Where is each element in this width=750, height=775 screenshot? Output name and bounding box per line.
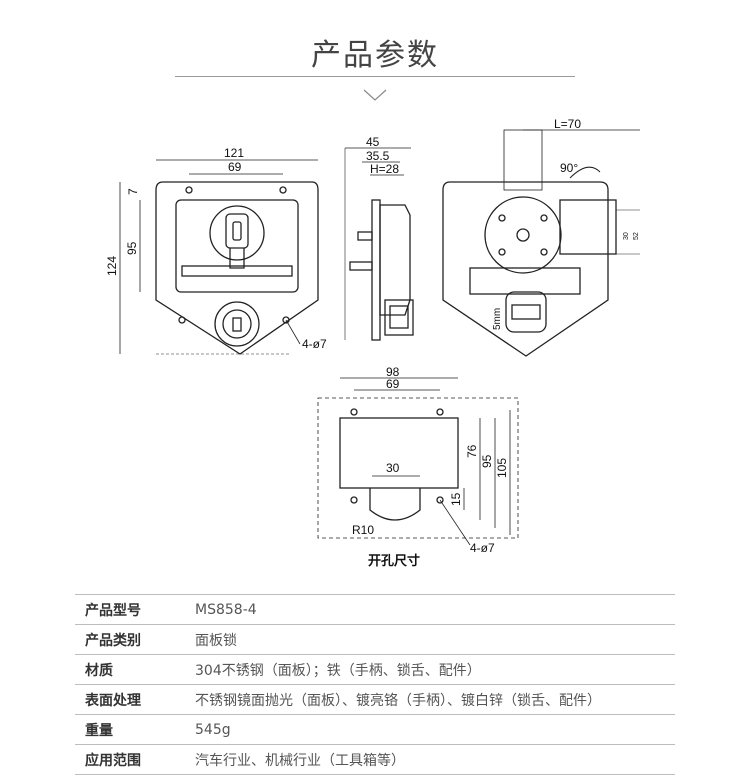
dim-cut-98: 98 [386,365,400,379]
spec-value: 不锈钢镜面抛光（面板）、镀亮铬（手柄）、镀白锌（锁舌、配件） [195,692,601,709]
dim-front-124: 124 [105,256,119,276]
dim-cut-76: 76 [465,444,479,458]
dim-back-52: 52 [633,232,640,240]
spec-label: 重量 [85,722,113,739]
chevron-down-icon [363,89,387,101]
spec-label: 应用范围 [85,752,141,769]
spec-value: 304不锈钢（面板）；铁（手柄、锁舌、配件） [195,662,481,679]
dim-cut-95: 95 [480,454,494,468]
technical-drawing: 121 69 124 95 7 4-ø7 45 35.5 H=28 [105,117,640,568]
dim-cut-30: 30 [386,461,400,475]
back-view: L=70 90° 30 52 5mm [442,117,640,357]
spec-value: MS858-4 [195,601,257,618]
spec-label: 材质 [85,662,113,679]
spec-row: 产品型号 MS858-4 [75,594,675,625]
spec-label: 表面处理 [85,692,141,709]
dim-back-tongue: 5mm [492,308,503,330]
dim-cut-radius: R10 [352,523,374,537]
page-title: 产品参数 [311,38,439,73]
dim-front-69: 69 [228,160,242,174]
spec-value: 汽车行业、机械行业（工具箱等） [195,752,405,769]
dim-front-121: 121 [224,146,244,160]
spec-row: 产品类别 面板锁 [75,625,675,655]
cutout-view: 98 69 30 76 95 105 15 R10 4-ø7 开孔尺寸 [317,365,519,568]
dim-back-30: 30 [623,232,630,240]
spec-label: 产品型号 [85,602,141,619]
dim-back-angle: 90° [560,161,578,175]
dim-front-7: 7 [126,188,140,195]
side-view: 45 35.5 H=28 [344,135,414,341]
spec-table: 产品型号 MS858-4 产品类别 面板锁 材质 304不锈钢（面板）；铁（手柄… [75,594,675,775]
dim-cut-holes: 4-ø7 [470,541,495,555]
dim-front-holes: 4-ø7 [302,337,327,351]
dim-side-h: H=28 [370,162,399,176]
spec-row: 表面处理 不锈钢镜面抛光（面板）、镀亮铬（手柄）、镀白锌（锁舌、配件） [75,685,675,715]
title-divider [175,76,575,77]
dim-cut-105: 105 [495,458,509,478]
dim-cut-69: 69 [386,377,400,391]
spec-row: 重量 545g [75,715,675,745]
spec-row: 应用范围 汽车行业、机械行业（工具箱等） [75,745,675,775]
spec-row: 材质 304不锈钢（面板）；铁（手柄、锁舌、配件） [75,655,675,685]
spec-value: 545g [195,721,231,738]
spec-value: 面板锁 [195,632,237,649]
spec-label: 产品类别 [85,632,141,649]
dim-side-45: 45 [366,135,380,149]
front-view: 121 69 124 95 7 4-ø7 [105,146,327,355]
dim-back-length: L=70 [554,117,581,131]
dim-front-95: 95 [125,241,139,255]
dim-side-35: 35.5 [366,149,390,163]
dim-cut-15: 15 [449,492,463,506]
cutout-caption: 开孔尺寸 [368,553,420,568]
